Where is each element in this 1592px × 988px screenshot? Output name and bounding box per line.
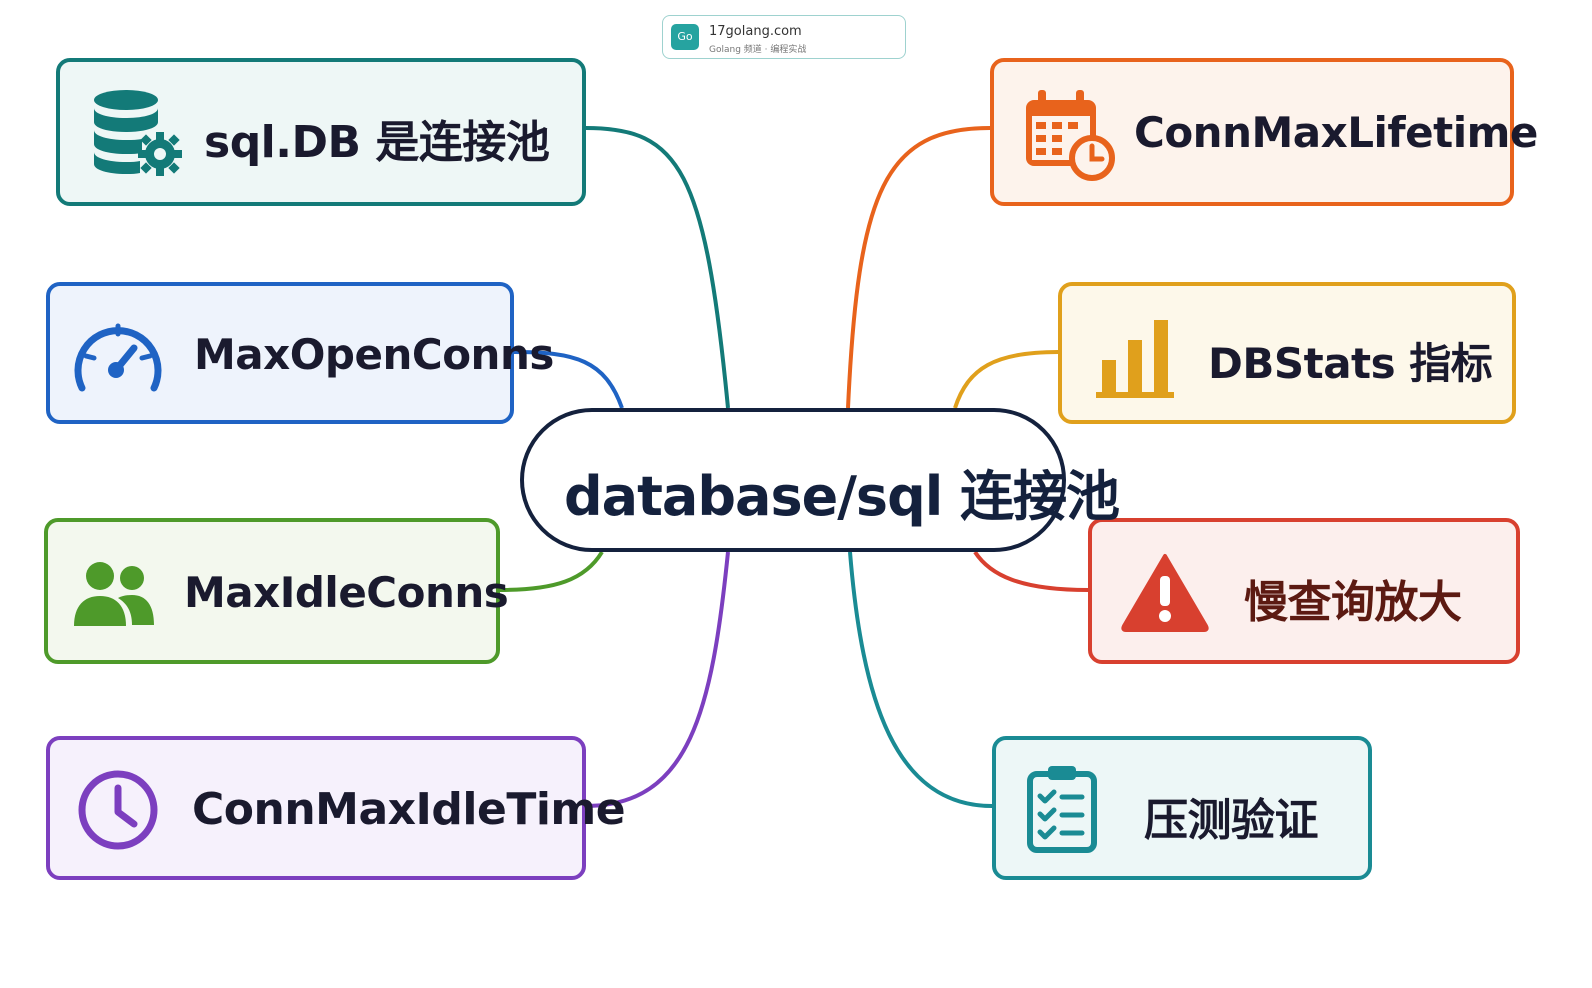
center-node: database/sql 连接池 xyxy=(520,408,1120,552)
center-label: database/sql 连接池 xyxy=(564,465,1120,528)
connector-slowquery xyxy=(973,550,1089,592)
connector-dbstats xyxy=(953,350,1059,409)
clipboard-check-icon xyxy=(1027,766,1097,853)
node-label-maxidle: MaxIdleConns xyxy=(184,568,509,617)
node-label-slowquery: 慢查询放大 xyxy=(1244,577,1462,628)
users-icon xyxy=(74,562,154,626)
connector-lifetime xyxy=(846,126,991,409)
connector-maxopen xyxy=(513,350,624,409)
watermark-site: 17golang.com xyxy=(709,24,802,39)
connector-idletime xyxy=(585,551,730,808)
connector-loadtest xyxy=(848,551,993,808)
go-logo-icon: Go xyxy=(671,24,699,50)
node-label-maxopen: MaxOpenConns xyxy=(194,330,554,379)
node-label-sqldb: sql.DB 是连接池 xyxy=(204,117,550,168)
watermark-subtitle: Golang 频道 · 编程实战 xyxy=(709,45,807,55)
bar-chart-icon xyxy=(1096,320,1174,398)
node-lifetime: ConnMaxLifetime xyxy=(990,58,1538,206)
node-loadtest: 压测验证 xyxy=(992,736,1372,880)
node-slowquery: 慢查询放大 xyxy=(1088,518,1520,664)
node-label-dbstats: DBStats 指标 xyxy=(1208,339,1493,388)
speedometer-icon xyxy=(74,323,162,392)
connector-maxidle xyxy=(499,550,604,592)
node-idletime: ConnMaxIdleTime xyxy=(46,736,626,880)
calendar-clock-icon xyxy=(1026,90,1115,181)
database-gear-icon xyxy=(94,90,182,176)
watermark: Go 17golang.com Golang 频道 · 编程实战 xyxy=(662,15,906,59)
node-label-idletime: ConnMaxIdleTime xyxy=(192,784,626,835)
node-label-loadtest: 压测验证 xyxy=(1144,795,1319,846)
node-dbstats: DBStats 指标 xyxy=(1058,282,1516,424)
node-sqldb: sql.DB 是连接池 xyxy=(56,58,586,206)
node-maxidle: MaxIdleConns xyxy=(44,518,509,664)
node-label-lifetime: ConnMaxLifetime xyxy=(1134,108,1538,157)
node-maxopen: MaxOpenConns xyxy=(46,282,554,424)
warning-icon xyxy=(1121,554,1209,632)
connector-sqldb xyxy=(585,126,730,409)
clock-icon xyxy=(78,770,158,850)
